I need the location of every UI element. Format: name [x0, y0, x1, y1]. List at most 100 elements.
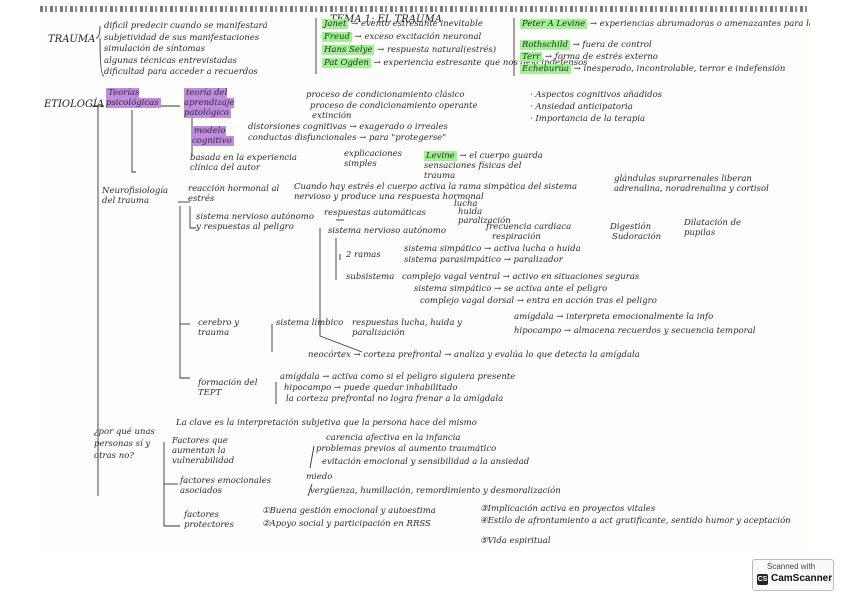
resp-label: respiración [492, 232, 541, 242]
vagal-dorsal: complejo vagal dorsal → entra en acción … [420, 296, 657, 306]
experiencia-label: basada en la experiencia clínica del aut… [190, 153, 297, 173]
trauma-item: subjetividad de sus manifestaciones [104, 33, 260, 43]
aprendizaje-item: proceso de condicionamiento operante [310, 101, 478, 111]
resp-paralizacion: paralización [458, 216, 511, 226]
author-text: respuesta natural(estrés) [386, 45, 497, 55]
author-name: Peter A Levine [520, 19, 588, 29]
prot-item: ②Apoyo social y participación en RRSS [262, 519, 431, 529]
trauma-item: dificil predecir cuando se manifestará [104, 21, 268, 31]
prot-item: ④Estilo de afrontamiento a act gratifica… [480, 516, 791, 526]
factores-emo: factores emocionales asociados [180, 476, 272, 496]
trauma-item: dificultad para acceder a recuerdos [104, 67, 258, 77]
author-name: Hans Selye [322, 45, 375, 55]
author-text: fuera de control [582, 40, 652, 50]
vagal-ventral: complejo vagal ventral → activo en situa… [402, 272, 640, 282]
teorias-label: Teorías psicológicas [106, 88, 161, 108]
ramas-label: 2 ramas [346, 250, 381, 260]
aprendizaje-label: teoría del aprendizaje patológico [184, 88, 235, 118]
dilatacion-label: Dilatación de pupilas [684, 218, 742, 238]
trauma-label: TRAUMA [48, 34, 96, 45]
reaccion-label: reacción hormonal al estrés [188, 184, 280, 204]
resp-lucha: lucha [454, 199, 478, 209]
aum-item: carencia afectiva en la infancia [326, 433, 461, 443]
author-row: Janet → evento estresante inevitable [322, 19, 483, 29]
author-row: Peter A Levine → experiencias abrumadora… [520, 19, 810, 29]
limbico-label: sistema límbico [276, 318, 344, 328]
aspecto-item: · Ansiedad anticipatoria [530, 102, 633, 112]
author-name: Freud [322, 32, 352, 42]
neuro-label: Neurofisiología del trauma [102, 186, 169, 206]
tept-item: la corteza prefrontal no logra frenar a … [286, 394, 504, 404]
aprendizaje-item: proceso de condicionamiento clásico [306, 90, 465, 100]
tept-item: hipocampo → puede quedar inhabilitado [284, 383, 458, 393]
author-text: inesperado, incontrolable, terror e inde… [583, 64, 786, 74]
author-name: Pat Ogden [322, 58, 371, 68]
simp-label: sistema simpático → activa lucha o huida [404, 244, 581, 254]
parasimp-label: sistema parasimpático → paralizador [404, 255, 563, 265]
sna-label: sistema nervioso autónomo y respuestas a… [196, 212, 314, 232]
mindmap-lines [92, 18, 515, 527]
glandulas-text: glándulas suprarrenales liberan adrenali… [614, 174, 769, 194]
author-row: Rothschild → fuera de control [520, 40, 652, 50]
levine-row: Levine → el cuerpo guarda sensaciones fí… [424, 151, 543, 181]
neocortex-label: neocórtex → corteza prefrontal → analiza… [308, 350, 640, 360]
subsistema-label: subsistema [346, 272, 395, 282]
author-name: Rothschild [520, 40, 570, 50]
aum-item: evitación emocional y sensibilidad a la … [322, 457, 530, 467]
camscanner-text: CamScanner [771, 573, 833, 584]
author-name: Janet [322, 19, 349, 29]
camscanner-badge: Scanned with CS CamScanner [752, 559, 834, 591]
author-row: Hans Selye → respuesta natural(estrés) [322, 45, 497, 55]
tept-label: formación del TEPT [198, 378, 258, 398]
trauma-item: simulación de síntomas [104, 44, 205, 54]
author-text: experiencias abrumadoras o amenazantes p… [599, 19, 810, 29]
porque-label: ¿por qué unas personas sí y otras no? [94, 427, 155, 461]
factores-prot: factores protectores [184, 510, 234, 530]
cognitivo-item: conductas disfuncionales → para "protege… [248, 133, 447, 143]
simp2-label: sistema simpático → se activa ante el pe… [414, 284, 608, 294]
cerebro-label: cerebro y trauma [198, 318, 240, 338]
frec-label: frecuencia cardiaca [486, 222, 572, 232]
prot-item: ⑤Vida espiritual [480, 536, 551, 546]
author-text: forma de estrés externo [554, 52, 658, 62]
cognitivo-item: distorsiones cognitivas → exagerado o ir… [248, 122, 448, 132]
trauma-item: algunas técnicas entrevistadas [104, 56, 237, 66]
author-text: experiencia estresante que nos deja inde… [383, 58, 588, 68]
aprendizaje-item: extinción [312, 111, 352, 121]
emo-item: vergüenza, humillación, remordimiento y … [310, 486, 561, 496]
cognitivo-label: modelo cognitivo [192, 126, 234, 146]
aspecto-item: · Importancia de la terapia [530, 114, 646, 124]
etiologia-label: ETIOLOGÍA [44, 99, 105, 110]
prot-item: ①Buena gestión emocional y autoestima [262, 506, 436, 516]
lucha-huida: respuestas lucha, huida y paralización [352, 318, 462, 338]
prot-item: ③Implicación activa en proyectos vitales [480, 504, 656, 514]
tept-item: amígdala → activa como si el peligro sig… [280, 372, 516, 382]
resp-huida: huida [458, 207, 483, 217]
scanned-with-text: Scanned with [767, 562, 816, 571]
hipocampo-label: hipocampo → almacena recuerdos y secuenc… [514, 326, 756, 336]
author-text: exceso excitación neuronal [364, 32, 482, 42]
page-title: TEMA 1: EL TRAUMA [330, 14, 442, 25]
torn-edge [40, 6, 810, 12]
factores-aum: Factores que aumentan la vulnerabilidad [172, 436, 235, 466]
camscanner-logo-icon: CS [757, 574, 768, 585]
digestion-label: Digestión [610, 222, 652, 232]
clave-text: La clave es la interpretación subjetiva … [176, 418, 477, 428]
author-name: Terr [520, 52, 543, 62]
explicaciones-label: explicaciones simples [344, 149, 402, 169]
aspecto-item: · Aspectos cognitivos añadidos [530, 90, 663, 100]
author-row: Echeburúa → inesperado, incontrolable, t… [520, 64, 786, 74]
author-name: Echeburúa [520, 64, 571, 74]
aum-item: problemas previos al aumento traumático [316, 444, 497, 454]
emo-item: miedo [306, 472, 333, 482]
sudoracion-label: Sudoración [612, 232, 662, 242]
author-row: Freud → exceso excitación neuronal [322, 32, 482, 42]
notes-page: TEMA 1: EL TRAUMA TRAUMA dificil predeci… [40, 6, 810, 548]
author-text: evento estresante inevitable [360, 19, 483, 29]
reaccion-text: Cuando hay estrés el cuerpo activa la ra… [294, 182, 578, 202]
amigdala-label: amígdala → interpreta emocionalmente la … [514, 312, 714, 322]
author-row: Terr → forma de estrés externo [520, 52, 658, 62]
author-row: Pat Ogden → experiencia estresante que n… [322, 58, 588, 68]
sna2-label: sistema nervioso autónomo [328, 226, 446, 236]
resp-auto: respuestas automáticas [324, 208, 426, 218]
